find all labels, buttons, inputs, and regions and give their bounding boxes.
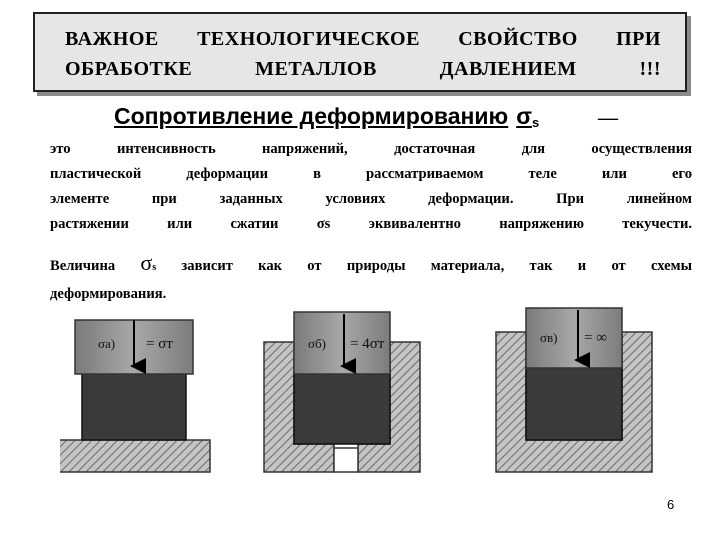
workpiece <box>525 365 623 441</box>
title-word: ПРИ <box>616 28 661 50</box>
base-plate <box>60 439 211 473</box>
definition-paragraph: это интенсивность напряжений, достаточна… <box>50 137 692 237</box>
title-word: ОБРАБОТКЕ <box>65 58 193 80</box>
workpiece <box>81 371 187 441</box>
title-box: ВАЖНОЕ ТЕХНОЛОГИЧЕСКОЕ СВОЙСТВО ПРИ ОБРА… <box>33 12 687 92</box>
dependence-paragraph: Величина σs зависит как от природы матер… <box>50 249 692 308</box>
paragraph-line: деформирования. <box>50 286 167 302</box>
scheme-a: σa) = σт <box>60 319 211 473</box>
scheme-formula: = σт <box>146 336 173 352</box>
die-opening <box>333 447 359 473</box>
paragraph-line: это интенсивность напряжений, достаточна… <box>50 141 692 157</box>
title-word: !!! <box>639 58 661 80</box>
scheme-label: σa) <box>98 336 115 351</box>
scheme-label: σб) <box>308 336 326 351</box>
scheme-label: σв) <box>540 330 557 345</box>
para2-rest: зависит как от природы материала, так и … <box>181 258 692 274</box>
paragraph-line: растяжении или сжатии σs эквивалентно на… <box>50 216 692 232</box>
scheme-formula: = ∞ <box>584 330 607 346</box>
title-word: ДАВЛЕНИЕМ <box>439 58 577 80</box>
scheme-c: σв) = ∞ <box>495 307 653 473</box>
scheme-formula: = 4σт <box>350 336 385 352</box>
title-word: ВАЖНОЕ <box>65 28 159 50</box>
title-word: МЕТАЛЛОВ <box>255 58 377 80</box>
heading-subscript: s <box>531 115 540 130</box>
title-line-1: ВАЖНОЕ ТЕХНОЛОГИЧЕСКОЕ СВОЙСТВО ПРИ <box>65 28 661 51</box>
heading-dash: — <box>598 107 618 129</box>
paragraph-line: Величина σs зависит как от природы матер… <box>50 249 692 281</box>
deformation-schemes-figure: σa) = σт σб) = 4σт σв) = ∞ <box>60 307 653 473</box>
para2-subscript: s <box>152 262 157 273</box>
workpiece <box>293 371 391 445</box>
title-word: СВОЙСТВО <box>458 28 578 50</box>
page-number: 6 <box>667 497 675 512</box>
title-line-2: ОБРАБОТКЕ МЕТАЛЛОВ ДАВЛЕНИЕМ !!! <box>65 58 661 81</box>
heading-sigma: σ <box>516 103 532 129</box>
heading-text: Сопротивление деформированию <box>114 103 509 129</box>
paragraph-line: пластической деформации в рассматриваемо… <box>50 166 692 182</box>
para2-sigma: σ <box>140 250 153 275</box>
scheme-b: σб) = 4σт <box>263 311 421 473</box>
paragraph-line: элементе при заданных условиях деформаци… <box>50 191 692 207</box>
title-word: ТЕХНОЛОГИЧЕСКОЕ <box>197 28 420 50</box>
para2-prefix: Величина <box>50 258 116 274</box>
section-heading: Сопротивление деформированию σs <box>114 103 539 130</box>
